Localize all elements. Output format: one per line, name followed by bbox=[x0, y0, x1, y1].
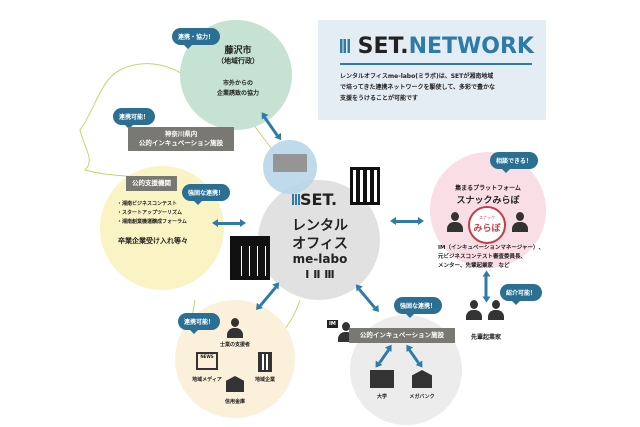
info-box: SET.NETWORK レンタルオフィスme-labo(ミラボ)は、SETが湘南… bbox=[318, 20, 546, 120]
bubble-consult: 相談できる！ bbox=[490, 152, 538, 173]
incubation-building-image bbox=[263, 140, 317, 194]
divider bbox=[340, 63, 532, 65]
support-item: ・湘南ビジネスコンテスト bbox=[117, 201, 178, 207]
support-footer: 卒業企業受け入れ等々 bbox=[118, 237, 188, 245]
supporter-label: 士業の支援者 bbox=[219, 342, 250, 348]
public-support-label: 公的支援機関 bbox=[126, 176, 177, 191]
kanagawa-label: 神奈川県内公的インキュベーション施設 bbox=[128, 127, 234, 151]
snack-subtitle: 集まるプラットフォーム bbox=[455, 185, 521, 192]
university-label: 大学 bbox=[376, 394, 387, 400]
senior-person-icon bbox=[466, 300, 482, 320]
newspaper-icon: NEWS bbox=[196, 352, 218, 370]
company-label: 地域企業 bbox=[254, 377, 275, 383]
description-line: レンタルオフィスme-labo(ミラボ)は、SETが湘南地域 bbox=[340, 73, 494, 80]
office-building-icon bbox=[350, 167, 380, 205]
snack-desc: 元ビジネスコンテスト審査委員長、 bbox=[438, 254, 527, 260]
megabank-icon bbox=[412, 370, 432, 388]
bank-label: 信用金庫 bbox=[224, 399, 245, 405]
snack-miraboo-stamp: スナック みらぼ bbox=[468, 206, 506, 244]
incubation-label: 公的インキュベーション施設 bbox=[349, 328, 455, 343]
center-line1: レンタル bbox=[292, 218, 348, 234]
bubble-strong: 強固な連携！ bbox=[182, 184, 231, 205]
description-line: で培ってきた連携ネットワークを駆使して、多彩で豊かな bbox=[340, 84, 496, 91]
snack-title: スナックみらぼ bbox=[456, 196, 520, 206]
im-flag-icon: IM bbox=[327, 320, 338, 328]
support-item: ・湘南創業機運醸成フォーラム bbox=[117, 219, 187, 225]
snack-desc: IM（インキュベーションマネージャー）、 bbox=[438, 245, 545, 251]
person-icon bbox=[512, 212, 528, 232]
fujisawa-desc: 企業誘致の協力 bbox=[216, 90, 259, 97]
media-label: 地域メディア bbox=[192, 377, 222, 383]
description-line: 支援をうけることが可能です bbox=[340, 95, 419, 102]
arrow-support-center bbox=[212, 219, 246, 227]
fujisawa-desc: 市外からの bbox=[222, 80, 253, 87]
arrow-snack-senior bbox=[484, 276, 488, 297]
support-item: ・スタートアップツーリズム bbox=[117, 210, 183, 216]
bubble-strong-incubation: 強固な連携！ bbox=[394, 297, 443, 318]
fujisawa-subtitle: （地域行政） bbox=[217, 57, 259, 65]
bubble-possible-local: 連携可能！ bbox=[178, 313, 221, 334]
university-icon bbox=[370, 370, 394, 388]
senior-label: 先輩起業家 bbox=[470, 334, 501, 341]
set-network-logo: SET.NETWORK bbox=[340, 34, 534, 59]
company-building-icon bbox=[258, 352, 272, 372]
bubble-cooperation: 連携・協力！ bbox=[172, 28, 221, 49]
office-building-icon-2 bbox=[230, 236, 270, 280]
center-line4: Ⅰ Ⅱ Ⅲ bbox=[305, 268, 335, 281]
senior-person-icon bbox=[488, 300, 504, 320]
bubble-introduce: 紹介可能！ bbox=[500, 284, 543, 305]
center-line3: me-labo bbox=[292, 252, 348, 266]
snack-desc: メンター、先輩起業家 など bbox=[438, 263, 510, 269]
fujisawa-title: 藤沢市 bbox=[224, 46, 252, 56]
im-person-icon bbox=[338, 322, 354, 344]
bank-icon bbox=[226, 376, 244, 392]
arrow-center-snack bbox=[390, 217, 424, 225]
person-icon bbox=[447, 212, 463, 232]
center-set-logo: SET. bbox=[292, 190, 337, 209]
signal-bars-icon bbox=[292, 194, 300, 205]
bubble-possible: 連携可能！ bbox=[113, 108, 156, 129]
megabank-label: メガバンク bbox=[409, 394, 435, 400]
center-line2: オフィス bbox=[292, 236, 348, 252]
supporter-icon bbox=[227, 318, 243, 338]
signal-bars-icon bbox=[340, 39, 350, 53]
